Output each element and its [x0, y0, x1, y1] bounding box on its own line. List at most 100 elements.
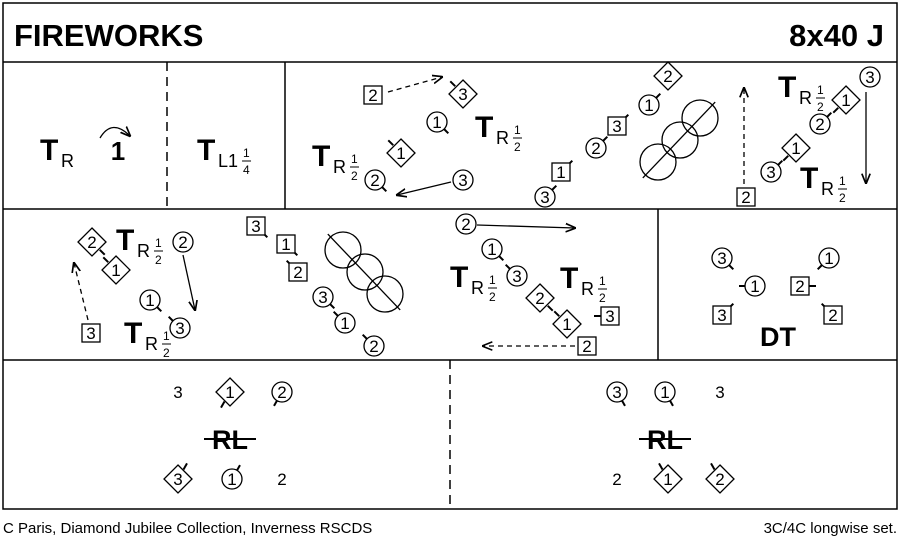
svg-text:3: 3: [173, 383, 182, 402]
svg-text:T: T: [197, 134, 215, 167]
man-circle: 1: [139, 289, 163, 313]
svg-text:1: 1: [562, 315, 571, 334]
man-circle: 1: [816, 247, 840, 271]
position-number: 3: [173, 383, 182, 402]
svg-text:1: 1: [824, 249, 833, 268]
svg-text:2: 2: [277, 470, 286, 489]
man-circle: 3: [606, 381, 628, 407]
circle-chain-symbol: [324, 231, 404, 313]
woman-diamond: 1: [552, 309, 582, 339]
svg-text:2: 2: [155, 253, 162, 267]
man-circle: 3: [312, 286, 336, 310]
svg-text:2: 2: [178, 233, 187, 252]
position-number: 3: [715, 383, 724, 402]
svg-text:3: 3: [175, 319, 184, 338]
man-circle: 2: [809, 111, 833, 135]
travel-arrow: [74, 263, 89, 321]
position-number: 2: [277, 470, 286, 489]
svg-text:T: T: [450, 261, 468, 294]
svg-text:3: 3: [766, 163, 775, 182]
woman-diamond: 3: [448, 79, 478, 109]
svg-text:3: 3: [612, 383, 621, 402]
svg-text:1: 1: [663, 470, 672, 489]
svg-text:3: 3: [540, 188, 549, 207]
turn-count: 1: [111, 136, 125, 166]
svg-text:R: R: [581, 279, 594, 299]
man-circle: 2: [364, 169, 388, 193]
woman-square: 2: [790, 276, 816, 296]
svg-text:1: 1: [163, 329, 170, 343]
svg-text:1: 1: [817, 83, 824, 97]
svg-text:3: 3: [173, 470, 182, 489]
man-circle: 3: [760, 159, 784, 183]
woman-square: 3: [246, 216, 269, 239]
svg-text:2: 2: [370, 171, 379, 190]
man-circle: 2: [361, 333, 385, 357]
svg-text:2: 2: [612, 470, 621, 489]
svg-text:2: 2: [591, 139, 600, 158]
travel-arrow: [387, 77, 442, 93]
svg-text:2: 2: [839, 191, 846, 205]
svg-text:2: 2: [741, 188, 750, 207]
position-number: 2: [612, 470, 621, 489]
woman-square: 3: [607, 113, 630, 136]
svg-text:1: 1: [243, 146, 250, 160]
svg-text:1: 1: [351, 152, 358, 166]
man-circle: 2: [455, 213, 477, 235]
woman-diamond: 1: [653, 462, 683, 494]
svg-text:3: 3: [865, 68, 874, 87]
svg-text:T: T: [475, 111, 493, 144]
svg-text:2: 2: [461, 215, 470, 234]
man-circle: 3: [504, 263, 528, 287]
double-triangles-label: DT: [760, 322, 796, 352]
woman-square: 2: [285, 259, 308, 282]
woman-square: 3: [712, 302, 735, 325]
frame: [2, 2, 898, 510]
svg-text:3: 3: [715, 383, 724, 402]
turn-arrow-icon: [99, 127, 130, 139]
man-circle: 1: [481, 238, 505, 262]
svg-text:T: T: [40, 134, 58, 167]
svg-text:R: R: [799, 88, 812, 108]
svg-text:2: 2: [369, 337, 378, 356]
svg-text:R: R: [471, 278, 484, 298]
svg-text:R: R: [821, 179, 834, 199]
svg-text:R: R: [137, 241, 150, 261]
man-circle: 3: [452, 169, 474, 191]
svg-text:1: 1: [660, 383, 669, 402]
woman-diamond: 2: [525, 283, 555, 313]
woman-diamond: 2: [705, 462, 735, 494]
svg-text:3: 3: [251, 217, 260, 236]
woman-diamond: 1: [101, 255, 131, 285]
svg-text:1: 1: [225, 383, 234, 402]
credit-text: C Paris, Diamond Jubilee Collection, Inv…: [3, 520, 372, 537]
svg-text:T: T: [124, 317, 142, 350]
svg-text:2: 2: [277, 383, 286, 402]
svg-text:2: 2: [715, 470, 724, 489]
svg-text:T: T: [800, 162, 818, 195]
svg-text:T: T: [560, 262, 578, 295]
svg-text:1: 1: [514, 123, 521, 137]
svg-text:3: 3: [605, 307, 614, 326]
man-circle: 1: [638, 92, 662, 116]
man-circle: 3: [859, 66, 881, 88]
travel-arrow: [476, 225, 575, 228]
dance-title: FIREWORKS: [14, 18, 203, 53]
man-circle: 3: [534, 184, 558, 208]
svg-text:1: 1: [839, 174, 846, 188]
dance-code: 8x40 J: [789, 18, 884, 53]
svg-text:1: 1: [644, 96, 653, 115]
svg-text:2: 2: [489, 290, 496, 304]
svg-text:1: 1: [155, 236, 162, 250]
svg-text:L1: L1: [218, 151, 238, 171]
svg-text:R: R: [145, 334, 158, 354]
svg-text:1: 1: [281, 235, 290, 254]
man-circle: 2: [271, 381, 293, 407]
woman-square: 1: [276, 234, 299, 257]
